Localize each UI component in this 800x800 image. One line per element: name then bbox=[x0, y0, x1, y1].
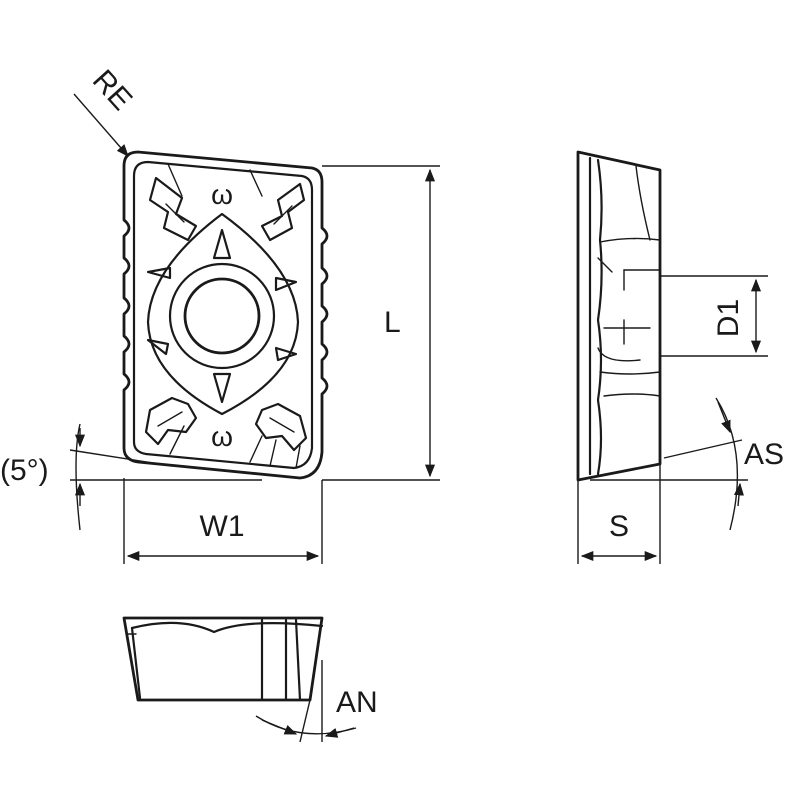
re-leader bbox=[73, 93, 129, 157]
as-arc bbox=[715, 397, 739, 531]
side-contour bbox=[599, 371, 661, 375]
central-relief bbox=[146, 212, 300, 416]
chip-groove bbox=[273, 205, 293, 225]
angle-an: AN bbox=[255, 660, 378, 743]
edge-flute bbox=[269, 439, 277, 467]
top-view: ω ω bbox=[122, 150, 329, 480]
edge-flute bbox=[169, 425, 185, 455]
an-angled-line bbox=[299, 699, 311, 743]
an-arrow-right bbox=[324, 727, 355, 738]
edge-flute bbox=[249, 435, 263, 463]
l-label: L bbox=[384, 306, 401, 339]
mounting-hole-inner bbox=[183, 277, 261, 355]
bottom-edge-line bbox=[130, 626, 142, 700]
chip-groove bbox=[157, 411, 183, 427]
an-label: AN bbox=[336, 686, 378, 719]
side-contour bbox=[603, 393, 661, 397]
dimension-w1: W1 bbox=[123, 478, 323, 564]
dimension-s: S bbox=[577, 464, 661, 564]
re-callout: RE bbox=[73, 64, 138, 157]
s-label: S bbox=[609, 510, 629, 543]
edge-flute bbox=[249, 169, 263, 197]
side-contour bbox=[635, 165, 651, 241]
chip-breaker bbox=[146, 266, 172, 280]
side-view bbox=[576, 150, 662, 482]
angle-five-degree: (5°) bbox=[0, 423, 262, 531]
edge-flute bbox=[295, 445, 301, 469]
chip-groove bbox=[269, 417, 295, 433]
insert-inner-outline bbox=[132, 160, 314, 470]
side-flute-curve bbox=[596, 158, 603, 476]
chip-breaker bbox=[212, 228, 232, 260]
chip-breaker bbox=[146, 338, 170, 356]
bottom-top-curve bbox=[130, 621, 324, 634]
d1-label: D1 bbox=[712, 299, 745, 337]
dimension-l: L bbox=[322, 165, 440, 481]
as-angled-line bbox=[663, 439, 743, 459]
chip-breaker bbox=[212, 372, 232, 404]
bottom-outline bbox=[122, 616, 324, 702]
corner-chip-feature bbox=[260, 182, 306, 242]
mounting-hole-outer bbox=[168, 262, 276, 370]
re-label: RE bbox=[86, 64, 138, 117]
w1-label: W1 bbox=[200, 510, 245, 543]
bottom-flute-line bbox=[294, 618, 302, 702]
bottom-mark: ω bbox=[211, 421, 233, 452]
chip-groove bbox=[165, 203, 185, 223]
corner-chip-feature bbox=[254, 402, 308, 452]
angle-as: AS bbox=[590, 397, 784, 531]
as-arrow-bottom bbox=[733, 482, 744, 507]
side-notch bbox=[597, 347, 641, 362]
top-mark: ω bbox=[211, 179, 233, 210]
side-notch bbox=[597, 257, 613, 273]
chip-breaker bbox=[274, 346, 298, 362]
corner-chip-feature bbox=[144, 396, 198, 446]
edge-flute bbox=[167, 163, 183, 197]
as-label: AS bbox=[744, 438, 784, 471]
as-arrow-top bbox=[717, 401, 731, 434]
five-deg-angled-line bbox=[69, 449, 173, 467]
bottom-view bbox=[122, 616, 324, 702]
corner-chip-feature bbox=[148, 176, 198, 242]
an-arrow-left bbox=[261, 719, 298, 735]
five-deg-label: (5°) bbox=[0, 454, 49, 487]
five-deg-arc bbox=[75, 423, 81, 531]
side-contour bbox=[599, 237, 661, 243]
chip-breaker bbox=[274, 276, 298, 292]
dimension-d1: D1 bbox=[660, 275, 768, 357]
insert-top-outline bbox=[122, 150, 329, 480]
